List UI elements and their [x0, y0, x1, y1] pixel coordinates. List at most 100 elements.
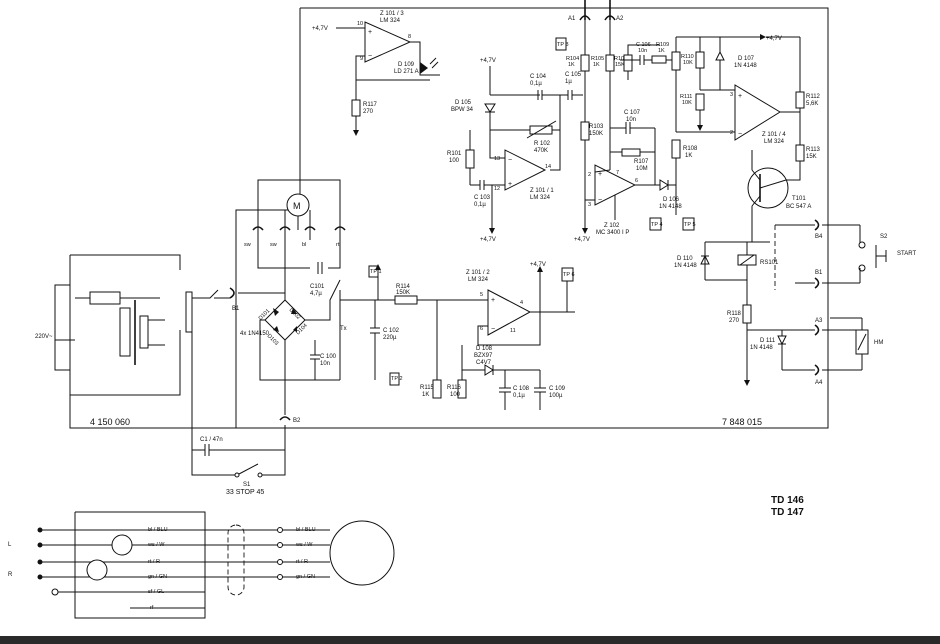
model-td146: TD 146	[771, 495, 804, 506]
svg-text:−: −	[508, 157, 512, 164]
svg-text:LM 324: LM 324	[530, 195, 551, 201]
resistor-r106	[623, 54, 633, 72]
svg-text:150K: 150K	[589, 131, 603, 137]
connector-a4	[814, 364, 820, 376]
label-bpw34: BPW 34	[451, 107, 474, 113]
svg-text:R103: R103	[589, 124, 604, 130]
svg-text:sf / GL: sf / GL	[148, 589, 164, 595]
resistor-r115	[432, 379, 442, 399]
svg-text:1N 4148: 1N 4148	[659, 204, 682, 210]
resistor-r116	[457, 379, 467, 399]
label-c100: C 100	[320, 354, 337, 360]
label-a4: A4	[815, 380, 823, 386]
svg-text:100µ: 100µ	[549, 393, 563, 399]
cartridge-wiring-box	[74, 511, 206, 619]
resistor-r107	[621, 148, 641, 157]
photodiode-d105	[484, 103, 496, 113]
label-b2: B2	[293, 418, 301, 424]
svg-text:12: 12	[494, 186, 500, 192]
svg-text:R114: R114	[396, 284, 411, 290]
svg-text:−: −	[598, 197, 602, 204]
part-number-right: 7 848 015	[722, 417, 762, 427]
svg-text:R106: R106	[614, 56, 627, 62]
svg-text:100: 100	[449, 158, 460, 164]
svg-text:L: L	[8, 542, 12, 548]
svg-text:R118: R118	[727, 311, 742, 317]
switch-block	[185, 291, 193, 333]
svg-text:sw: sw	[244, 242, 251, 248]
svg-text:1K: 1K	[593, 62, 600, 68]
svg-text:bl: bl	[302, 242, 306, 248]
model-td147: TD 147	[771, 507, 804, 518]
svg-text:M: M	[293, 201, 301, 211]
opamp-z101-3	[364, 21, 412, 63]
svg-text:R105: R105	[591, 56, 604, 62]
svg-text:TP 2: TP 2	[391, 376, 403, 382]
led-d109	[420, 62, 428, 74]
label-z101-1: Z 101 / 1	[530, 188, 554, 194]
label-z101-3: Z 101 / 3	[380, 11, 404, 17]
connector-b4	[814, 219, 820, 231]
svg-text:1N 4148: 1N 4148	[674, 263, 697, 269]
svg-text:R 102: R 102	[534, 141, 551, 147]
svg-text:TP 3: TP 3	[557, 42, 569, 48]
svg-text:BZX97: BZX97	[474, 353, 493, 359]
svg-text:14: 14	[545, 164, 551, 170]
connector-b1-left	[229, 287, 235, 299]
svg-text:R115: R115	[420, 385, 435, 391]
svg-text:+4,7V: +4,7V	[480, 237, 496, 243]
svg-text:rt: rt	[336, 242, 340, 248]
svg-text:0,1µ: 0,1µ	[513, 393, 525, 399]
svg-text:0,1µ: 0,1µ	[530, 81, 542, 87]
svg-text:4: 4	[520, 300, 523, 306]
svg-text:R109: R109	[656, 42, 669, 48]
svg-text:5,6K: 5,6K	[806, 101, 818, 107]
svg-text:1K: 1K	[568, 62, 575, 68]
svg-text:2: 2	[588, 172, 591, 178]
svg-text:gn / GN: gn / GN	[148, 574, 167, 580]
resistor-r104	[580, 54, 590, 72]
svg-text:R: R	[8, 572, 13, 578]
label-s1-value: 33 STOP 45	[226, 489, 264, 496]
diode-d106	[659, 179, 669, 191]
connector-sw1	[252, 226, 264, 231]
svg-text:Tx: Tx	[340, 326, 347, 332]
label-rs101: RS101	[760, 260, 779, 266]
label-220v: 220V~	[35, 334, 53, 340]
label-c108: C 108	[513, 386, 530, 392]
svg-text:LM 324: LM 324	[764, 139, 785, 145]
svg-text:270: 270	[363, 109, 374, 115]
label-b1-left: B1	[232, 306, 240, 312]
svg-text:+: +	[598, 171, 602, 178]
svg-text:sw: sw	[270, 242, 277, 248]
connector-a2	[604, 15, 616, 21]
svg-text:ws / W: ws / W	[295, 542, 313, 548]
coil-left	[111, 534, 133, 556]
svg-text:−: −	[738, 131, 742, 138]
label-d108: D 108	[476, 346, 493, 352]
connector-b1-right	[814, 277, 820, 289]
svg-text:10K: 10K	[683, 60, 693, 66]
svg-text:10M: 10M	[636, 166, 648, 172]
shield-connector	[227, 524, 245, 596]
svg-text:R112: R112	[806, 94, 821, 100]
svg-text:100: 100	[450, 392, 461, 398]
label-bridge: 4x 1N4150	[240, 331, 270, 337]
svg-text:4,7µ: 4,7µ	[310, 291, 322, 297]
svg-text:3: 3	[588, 202, 591, 208]
svg-text:LM 324: LM 324	[468, 277, 489, 283]
zener-d108	[484, 364, 494, 376]
label-d105: D 105	[455, 100, 472, 106]
svg-text:1K: 1K	[685, 153, 692, 159]
label-t101: T101	[792, 196, 806, 202]
label-start: START	[897, 251, 916, 257]
label-d106: D 106	[663, 197, 680, 203]
svg-text:1K: 1K	[422, 392, 429, 398]
connector-b2	[279, 416, 291, 421]
svg-text:rf: rf	[150, 605, 154, 611]
svg-text:bl / BLU: bl / BLU	[296, 527, 316, 533]
label-d111: D 111	[760, 338, 776, 344]
svg-text:+: +	[508, 181, 512, 188]
svg-text:0,1µ: 0,1µ	[474, 202, 486, 208]
resistor-r105	[605, 54, 615, 72]
